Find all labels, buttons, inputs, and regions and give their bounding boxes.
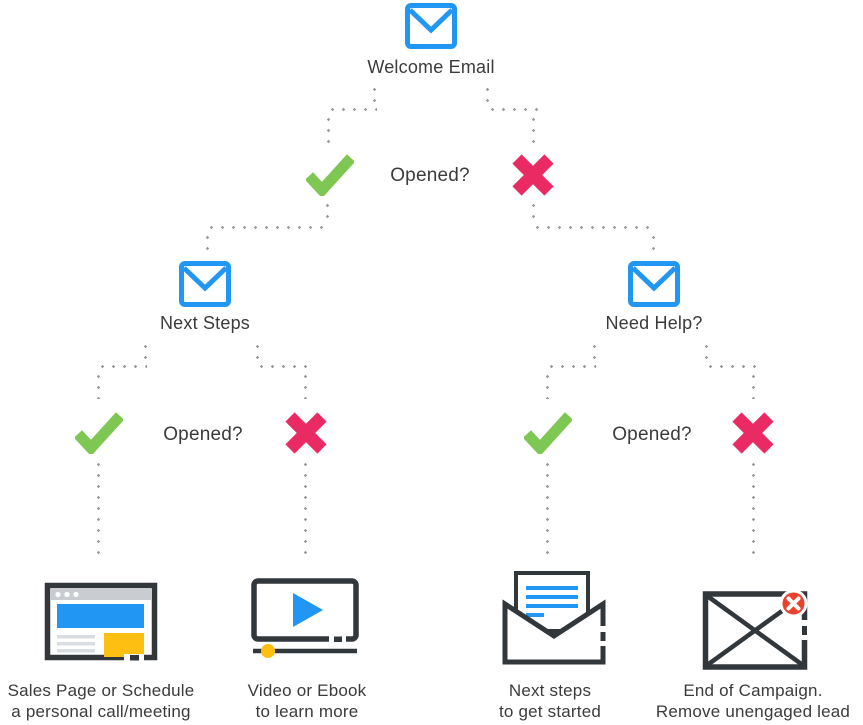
dotted-connector-v (206, 232, 209, 258)
outcome-label-end-campaign: End of Campaign. Remove unengaged lead (638, 680, 863, 722)
opened-question-label: Opened? (163, 424, 243, 445)
dotted-connector-v (532, 200, 535, 226)
next-steps-label: Next Steps (159, 313, 251, 333)
check-icon (75, 412, 123, 454)
dotted-connector-h (487, 108, 539, 111)
check-icon (524, 412, 572, 454)
outcome-line-1: Sales Page or Schedule (7, 681, 195, 700)
dotted-connector-h (327, 108, 377, 111)
dotted-connector-v (326, 200, 329, 226)
dotted-connector-h (97, 365, 147, 368)
dotted-connector-v (752, 459, 755, 555)
outcome-line-2: to get started (498, 702, 602, 721)
dotted-connector-v (546, 459, 549, 555)
dotted-connector-v (97, 459, 100, 555)
dotted-connector-v (144, 341, 147, 359)
dotted-connector-h (532, 226, 655, 229)
outcome-line-2: Remove unengaged lead (655, 702, 851, 721)
outcome-line-1: Video or Ebook (247, 681, 367, 700)
dotted-connector-v (486, 84, 489, 110)
dotted-connector-v (652, 232, 655, 258)
cross-icon (512, 154, 554, 196)
dotted-connector-v (97, 371, 100, 399)
dotted-connector-h (256, 365, 307, 368)
dotted-connector-v (752, 371, 755, 399)
browser-window-icon (44, 582, 158, 661)
dotted-connector-v (327, 114, 330, 150)
dotted-connector-v (256, 341, 259, 359)
dotted-connector-v (304, 459, 307, 555)
dotted-connector-h (546, 365, 596, 368)
dotted-connector-v (593, 341, 596, 359)
dotted-connector-v (373, 84, 376, 110)
dotted-connector-h (705, 365, 756, 368)
outcome-label-video-ebook: Video or Ebook to learn more (192, 680, 422, 722)
video-player-icon (251, 578, 359, 658)
open-envelope-icon (502, 571, 607, 665)
dotted-connector-v (304, 371, 307, 399)
need-help-label: Need Help? (605, 313, 703, 333)
envelope-icon (628, 261, 680, 307)
cross-icon (732, 412, 774, 454)
dotted-connector-v (705, 341, 708, 359)
check-icon (306, 154, 354, 196)
outcome-label-sales-page: Sales Page or Schedule a personal call/m… (0, 680, 216, 722)
outcome-line-2: a personal call/meeting (11, 702, 191, 721)
envelope-icon (179, 261, 231, 307)
envelope-icon (405, 3, 457, 49)
dotted-connector-v (532, 114, 535, 150)
outcome-line-2: to learn more (255, 702, 359, 721)
dotted-connector-v (546, 371, 549, 399)
outcome-line-1: End of Campaign. (683, 681, 823, 700)
welcome-email-label: Welcome Email (367, 57, 495, 77)
dotted-connector-h (206, 226, 328, 229)
opened-question-label: Opened? (612, 424, 692, 445)
outcome-line-1: Next steps (508, 681, 592, 700)
opened-question-label: Opened? (390, 165, 470, 186)
outcome-label-next-steps: Next steps to get started (435, 680, 665, 722)
cross-icon (285, 412, 327, 454)
envelope-removed-icon (702, 589, 810, 670)
